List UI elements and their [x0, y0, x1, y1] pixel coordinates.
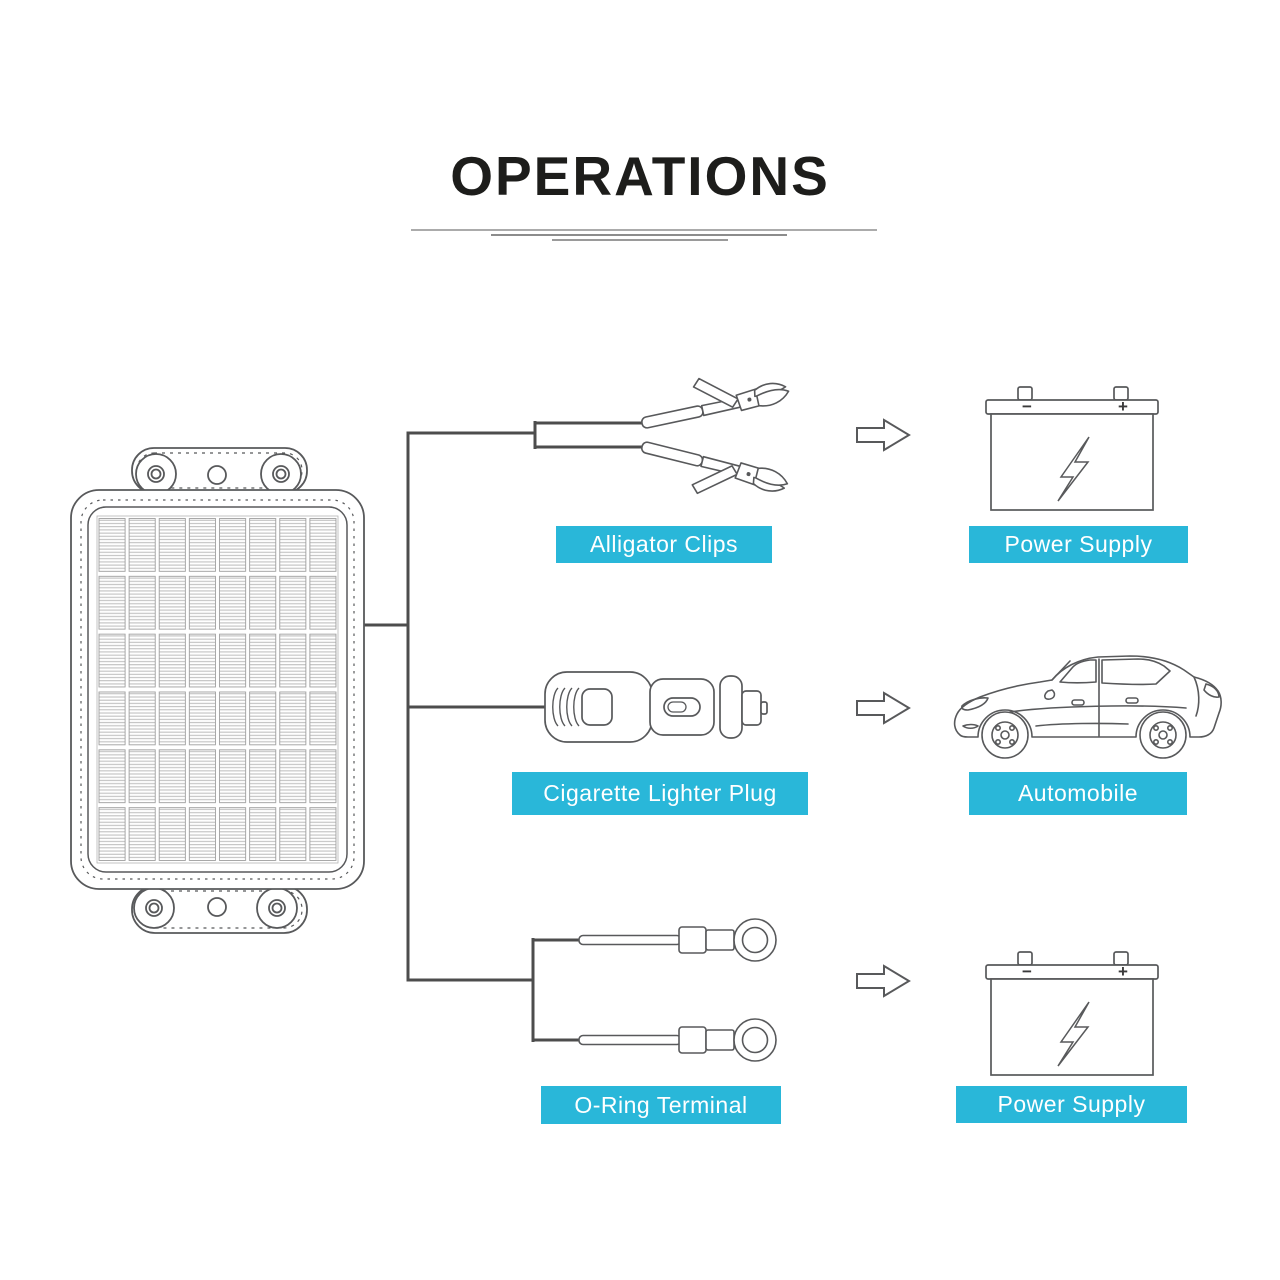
battery-illustration [985, 951, 1159, 1076]
title-underline [411, 229, 877, 231]
arrow-right-icon [856, 418, 911, 998]
title-underline [552, 239, 728, 241]
wiring-lines [364, 421, 644, 1042]
o-ring-terminal-illustration [578, 918, 777, 1062]
battery-plus-label: + [1118, 397, 1128, 416]
cigarette-lighter-plug-illustration [544, 671, 768, 743]
battery-minus-label: − [1022, 397, 1032, 416]
car-illustration [953, 655, 1222, 759]
solar-panel-illustration [70, 447, 365, 934]
label-power-supply: Power Supply [956, 1086, 1187, 1123]
battery-illustration: − + [985, 386, 1159, 511]
label-o-ring-terminal: O-Ring Terminal [541, 1086, 781, 1124]
title-underline [491, 234, 787, 236]
alligator-clips-illustration [633, 360, 792, 515]
label-cigarette-lighter-plug: Cigarette Lighter Plug [512, 772, 808, 815]
label-power-supply: Power Supply [969, 526, 1188, 563]
label-alligator-clips: Alligator Clips [556, 526, 772, 563]
label-automobile: Automobile [969, 772, 1187, 815]
page-title: OPERATIONS [450, 145, 830, 207]
